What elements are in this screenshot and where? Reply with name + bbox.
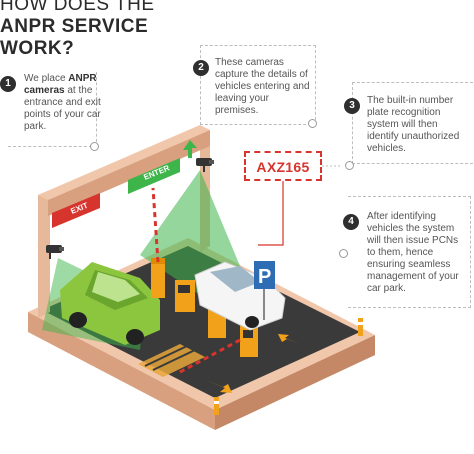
step-3-text: The built-in number plate recognition sy…	[367, 95, 460, 154]
green-car	[60, 262, 160, 345]
exit-sign	[52, 193, 100, 228]
step-3-callout	[352, 82, 473, 164]
title-line-3: WORK?	[0, 38, 75, 59]
step-3-pointer-dot	[345, 161, 354, 170]
bollard	[214, 397, 219, 415]
step-1-number-badge: 1	[0, 76, 16, 92]
step-2-text: These cameras capture the details of veh…	[215, 57, 310, 116]
step-4-number-badge: 4	[343, 214, 359, 230]
step-4-pointer-dot	[339, 249, 348, 258]
page-title: HOW DOES THE ANPR SERVICE WORK?	[0, 0, 200, 60]
parking-icon: P	[254, 261, 275, 320]
step-2-number-badge: 2	[193, 60, 209, 76]
plate-connector-line	[258, 181, 284, 246]
front-barrier	[179, 325, 258, 374]
enter-sign	[128, 158, 180, 194]
step-1-text: We place ANPR cameras at the entrance an…	[24, 73, 102, 133]
title-line-2: ANPR SERVICE	[0, 16, 149, 37]
camera-icon	[196, 158, 214, 172]
gantry-top	[38, 125, 210, 200]
step-2-callout	[200, 45, 316, 125]
parking-sign-label: P	[258, 266, 271, 288]
step-1-pointer-dot	[90, 142, 99, 151]
direction-arrow-icon	[205, 380, 232, 393]
step-3-number-badge: 3	[344, 98, 360, 114]
exit-barrier	[151, 187, 165, 298]
gantry-front	[48, 130, 210, 216]
step-2-pointer-dot	[308, 119, 317, 128]
step-1-text-pre: We place	[24, 73, 69, 84]
step-1-callout	[8, 72, 97, 147]
direction-arrow-icon	[278, 334, 300, 344]
step-1-text-post: at the entrance and exit points of your …	[24, 85, 101, 132]
step-1-text-bold: ANPR cameras	[24, 73, 97, 96]
camera-icon	[46, 245, 64, 259]
ticket-machine	[175, 280, 195, 312]
left-wall	[38, 190, 50, 318]
step-4-callout	[348, 196, 471, 308]
license-plate-text: AXZ165	[256, 159, 310, 175]
title-line-1: HOW DOES THE	[0, 0, 155, 15]
arrow-up-icon	[183, 140, 197, 158]
license-plate-callout: AXZ165	[244, 151, 322, 181]
bollard	[358, 318, 363, 336]
step-4-text: After identifying vehicles the system wi…	[367, 211, 459, 294]
